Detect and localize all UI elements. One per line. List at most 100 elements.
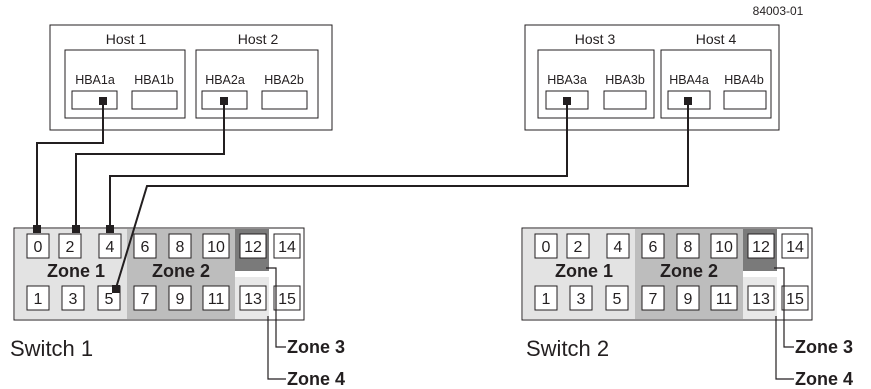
switch-2-port-12-label: 12	[752, 239, 770, 256]
switch-1-port-10-label: 10	[207, 239, 225, 256]
switch-2-port-9-label: 9	[684, 291, 693, 308]
host-1: Host 1 HBA1a HBA1b	[64, 31, 186, 119]
switch-2-port-10[interactable]	[710, 233, 738, 259]
switch-2-port-1-label: 1	[542, 291, 551, 308]
switch-2-port-11[interactable]	[710, 285, 738, 311]
cable-hba3a-port4	[109, 101, 568, 229]
switch-1-port-14[interactable]	[273, 233, 301, 259]
switch-2-port-5[interactable]	[605, 285, 629, 311]
figure-id: 84003-01	[753, 4, 804, 18]
switch-2-zone-4-leader	[775, 316, 794, 380]
switch-2-bottom-ports: 1 3 5 7 9 11 13 15	[534, 285, 809, 311]
switch-1-port-8-label: 8	[176, 239, 185, 256]
host-3: Host 3 HBA3a HBA3b	[537, 31, 655, 119]
switch-2-port-3-label: 3	[577, 291, 586, 308]
switch-2-port-12[interactable]	[747, 233, 775, 259]
cables	[33, 97, 692, 293]
switch-1-port-14-label: 14	[278, 239, 296, 256]
hba-3b-port[interactable]	[603, 90, 647, 110]
switch-2-port-3[interactable]	[569, 285, 593, 311]
switch-1-port-6[interactable]	[133, 233, 157, 259]
cable-hba1a-port0	[36, 101, 104, 229]
switch-1-port-11[interactable]	[202, 285, 230, 311]
host-4-title: Host 4	[696, 31, 737, 47]
switch-2-port-7[interactable]	[641, 285, 665, 311]
switch-2-port-0-label: 0	[542, 239, 551, 256]
hba-1a-port[interactable]	[71, 90, 118, 110]
switch-2-port-4[interactable]	[606, 233, 630, 259]
switch-2-port-2-label: 2	[574, 239, 583, 256]
switch-2-port-4-label: 4	[614, 239, 623, 256]
switch-1-port-9[interactable]	[168, 285, 192, 311]
hba-1b-port[interactable]	[131, 90, 178, 110]
switch-1-port-2-label: 2	[66, 239, 75, 256]
connector-hba3a	[563, 97, 571, 105]
cable-hba2a-port2	[75, 101, 225, 229]
switch-1-port-5-label: 5	[105, 291, 114, 308]
switch-2-port-5-label: 5	[613, 291, 622, 308]
switch-2-port-13[interactable]	[747, 285, 775, 311]
switch-1-port-12-label: 12	[244, 239, 262, 256]
switch-2-zone-2-label: Zone 2	[660, 261, 718, 281]
switch-1-zone-4-leader	[267, 316, 286, 380]
switch-2-port-10-label: 10	[715, 239, 733, 256]
host-2: Host 2 HBA2a HBA2b	[195, 31, 319, 119]
switch-2-port-13-label: 13	[752, 291, 770, 308]
switch-1-port-4[interactable]	[98, 233, 122, 259]
hba-3b-label: HBA3b	[605, 73, 645, 87]
host-3-title: Host 3	[575, 31, 616, 47]
switch-2-port-15[interactable]	[781, 285, 809, 311]
switch-2-port-1[interactable]	[534, 285, 558, 311]
host-group-right: Host 3 HBA3a HBA3b Host 4 HBA4a HBA4b	[524, 24, 780, 131]
switch-2-port-9[interactable]	[676, 285, 700, 311]
switch-2-port-6-label: 6	[649, 239, 658, 256]
switch-2-name: Switch 2	[526, 336, 609, 361]
switch-1-port-10[interactable]	[202, 233, 230, 259]
switch-1-port-3[interactable]	[61, 285, 85, 311]
hba-4b-port[interactable]	[723, 90, 767, 110]
switch-1-port-8[interactable]	[168, 233, 192, 259]
switch-2-port-7-label: 7	[649, 291, 658, 308]
switch-1-port-2[interactable]	[58, 233, 82, 259]
switch-1-port-11-label: 11	[208, 291, 225, 308]
hba-2b-port[interactable]	[261, 90, 308, 110]
switch-1-port-7-label: 7	[141, 291, 150, 308]
switch-1-top-ports: 0 2 4 6 8 10 12 14	[26, 233, 301, 259]
switch-1-name: Switch 1	[10, 336, 93, 361]
switch-1-port-12[interactable]	[239, 233, 267, 259]
hba-1b-label: HBA1b	[134, 73, 174, 87]
switch-1-port-13[interactable]	[239, 285, 267, 311]
switch-2-zone-3-leader	[774, 267, 794, 348]
switch-2-zone-1-label: Zone 1	[555, 261, 613, 281]
switch-1-port-4-label: 4	[106, 239, 115, 256]
switch-1-port-9-label: 9	[176, 291, 185, 308]
switch-1-port-0[interactable]	[26, 233, 50, 259]
switch-1-port-7[interactable]	[133, 285, 157, 311]
switch-2-port-6[interactable]	[641, 233, 665, 259]
switch-2-port-0[interactable]	[534, 233, 558, 259]
switch-1-zone-3-leader	[266, 267, 286, 348]
switch-1-port-1-label: 1	[34, 291, 43, 308]
switch-2-port-8[interactable]	[676, 233, 700, 259]
switch-1-port-15[interactable]	[273, 285, 301, 311]
connector-port-5	[112, 285, 120, 293]
switch-1-port-6-label: 6	[141, 239, 150, 256]
switch-2: 0 2 4 6 8 10 12 14 Zone 1 Zone 2 1 3 5	[521, 227, 853, 389]
connector-hba2a	[220, 97, 228, 105]
switch-1-port-1[interactable]	[26, 285, 50, 311]
hba-4a-label: HBA4a	[669, 73, 709, 87]
host-2-title: Host 2	[238, 31, 279, 47]
switch-2-zone-3-callout: Zone 3	[795, 337, 853, 357]
host-1-title: Host 1	[106, 31, 147, 47]
switch-2-port-11-label: 11	[716, 291, 733, 308]
hba-4b-label: HBA4b	[724, 73, 764, 87]
switch-1-zone-2-label: Zone 2	[152, 261, 210, 281]
switch-2-port-2[interactable]	[566, 233, 590, 259]
switch-2-port-14[interactable]	[781, 233, 809, 259]
switch-1: 0 2 4 6 8 10 12 14 Zone 1 Zone 2 1 3 5	[10, 227, 345, 389]
switch-2-zone-4-callout: Zone 4	[795, 369, 853, 389]
switch-2-port-8-label: 8	[684, 239, 693, 256]
connector-port-0	[33, 225, 41, 233]
switch-1-port-13-label: 13	[244, 291, 262, 308]
